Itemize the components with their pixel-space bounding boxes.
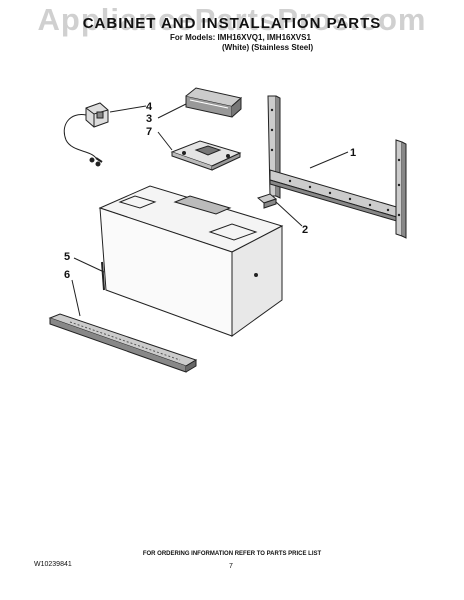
document-number: W10239841: [34, 561, 72, 568]
small-bracket: [256, 193, 278, 209]
watermark: AppliancePartsPros.com: [37, 2, 427, 37]
page-title: CABINET AND INSTALLATION PARTS: [82, 15, 382, 32]
callout-5: 5: [64, 251, 70, 263]
damper-plate: [170, 140, 242, 171]
page-number: 7: [229, 563, 233, 570]
side-rod: [101, 261, 105, 291]
front-trim-strip: [48, 313, 198, 373]
power-cord-part: [63, 102, 109, 167]
leader-lines: [71, 103, 349, 317]
callout-2: 2: [302, 224, 308, 236]
top-vent-bracket: [185, 87, 243, 118]
color-variants: (White) (Stainless Steel): [222, 43, 314, 52]
callout-3: 3: [146, 113, 152, 125]
model-list: For Models: IMH16XVQ1, IMH16XVS1: [170, 33, 311, 42]
callout-4: 4: [146, 101, 153, 113]
ordering-note: FOR ORDERING INFORMATION REFER TO PARTS …: [142, 551, 322, 557]
mounting-plate: [267, 95, 407, 239]
callout-6: 6: [64, 269, 70, 281]
callout-1: 1: [350, 147, 356, 159]
callout-7: 7: [146, 126, 152, 138]
cabinet-body: [98, 185, 284, 337]
